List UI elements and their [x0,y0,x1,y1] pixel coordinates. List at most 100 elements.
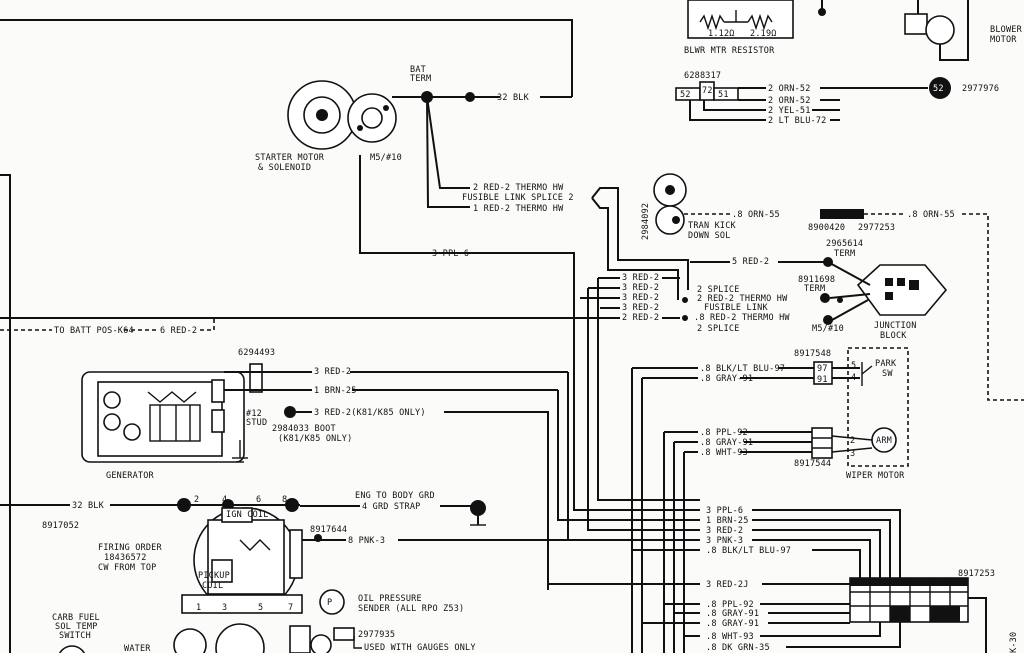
water-label: WATER [124,644,151,653]
wire-fuse-splice: FUSIBLE LINK SPLICE 2 [462,193,574,203]
starter-label2: & SOLENOID [258,163,311,173]
k30-label: K-30 [1009,632,1019,653]
wire-left-vertical [0,174,11,653]
blwr-resistor-label: BLWR MTR RESISTOR [684,46,775,56]
wiper-connector [811,427,833,459]
part-2977976: 2977976 [962,84,999,94]
h-brn25: 1 BRN-25 [706,516,749,526]
wire-red2-2: 3 RED-2 [622,283,659,293]
wire-bat-blk: 32 BLK [497,93,530,103]
dist-pickup2: COIL [202,581,223,591]
wire-red2-jb: 5 RED-2 [732,257,769,267]
jb-stud: M5/#10 [812,324,844,334]
wire-splice-b: 2 SPLICE [697,324,740,334]
bulkhead-connector [849,577,969,623]
wire-orn52b: 2 ORN-52 [768,96,811,106]
oil-label1: OIL PRESSURE [358,594,422,604]
wiper-enclosure [847,347,909,467]
wire-ppl92a: .8 PPL-92 [700,428,748,438]
h-red2j: 3 RED-2J [706,580,749,590]
h-wht93: .8 WHT-93 [706,632,754,642]
wire-red2-4: 3 RED-2 [622,303,659,313]
starter-motor [287,80,397,150]
oil-pressure-sender: P [319,589,345,615]
wire-fusible-link: FUSIBLE LINK [704,303,768,313]
bat-term-label1: BAT [410,65,426,75]
water-sender [173,628,207,653]
dist-coil: IGN COIL [226,510,269,520]
resistor-r1: 1.12Ω [708,29,735,39]
part-8917253: 8917253 [958,569,995,579]
dist-pin-8: 8 [282,495,287,505]
jb-label1: JUNCTION [874,321,917,331]
wire-top-bus [0,19,573,97]
jb-term1b: TERM [834,249,855,259]
wire-orn52a: 2 ORN-52 [768,84,811,94]
part-8917644: 8917644 [310,525,347,535]
generator-label: GENERATOR [106,471,155,481]
wiper-label: WIPER MOTOR [846,471,905,481]
dist-pin-2: 2 [194,495,199,505]
tran-kick-label2: DOWN SOL [688,231,731,241]
park-connector [813,361,833,385]
oil-label2: SENDER (ALL RPO Z53) [358,604,464,614]
wire-red2-5: 2 RED-2 [622,313,659,323]
wire-blk97: .8 BLK/LT BLU-97 [700,364,785,374]
park-label1: PARK [875,359,897,369]
water-temp-gauge [215,623,265,653]
part-2977935: 2977935 [358,630,395,640]
jb-term1: 2965614 [826,239,863,249]
h-pnk3: 3 PNK-3 [706,536,743,546]
boot2: (K81/K85 ONLY) [278,434,352,444]
wire-wht93a: .8 WHT-93 [700,448,748,458]
temp-switch [310,634,332,653]
jb-label2: BLOCK [880,331,907,341]
park-pin4: 4 [851,373,856,383]
wiper-arm: ARM [876,436,892,446]
part-2977253-top: 2977253 [858,223,895,233]
wire-ppl6-label: 3 PPL 6 [432,249,469,259]
carb-l2: SOL TEMP [55,622,98,632]
jb-term2: 8911698 [798,275,835,285]
carb-l1: CARB FUEL [52,613,100,623]
tran-kick-label1: TRAN KICK [688,221,737,231]
junction-block [856,264,948,316]
generator [81,371,248,463]
wiper-pin2: 2 [850,436,855,446]
carb-l3: SWITCH [59,631,91,641]
part-12stud: #12 [246,409,262,419]
dist-pin-7: 7 [288,603,293,613]
dist-pin-4: 4 [222,495,227,505]
blower-label1: BLOWER [990,25,1023,35]
blower-label2: MOTOR [990,35,1017,45]
eng-gnd2: 4 GRD STRAP [362,502,421,512]
tran-kick-part: 2984092 [641,203,651,240]
conn-52-round: 52 [933,84,944,94]
wire-red2-3: 3 RED-2 [622,293,659,303]
eng-gnd1: ENG TO BODY GRD [355,491,435,501]
starter-label1: STARTER MOTOR [255,153,325,163]
bat-node-2 [465,92,475,102]
wiper-motor [831,427,897,453]
park-pin5: 5 [851,361,856,371]
h-red2: 3 RED-2 [706,526,743,536]
wire-batt-pos: TO BATT POS-K64 [54,326,134,336]
wire-thermo-c: 2 RED-2 THERMO HW [697,294,788,304]
part-8917052: 8917052 [42,521,79,531]
wire-gen-red: 3 RED-2 [314,367,351,377]
firing-order-3: CW FROM TOP [98,563,157,573]
gauges-only: USED WITH GAUGES ONLY [364,643,476,653]
h-gray91b: .8 GRAY-91 [706,619,759,629]
svg-text:P: P [327,598,332,608]
conn-91: 91 [817,375,828,385]
wire-gray91b: .8 GRAY-91 [700,438,753,448]
wire-ppl6 [359,155,700,511]
park-switch [861,362,873,386]
h-dkgrn: .8 DK GRN-35 [706,643,770,653]
conn-72: 72 [702,86,713,96]
wire-blk-gnd: 32 BLK [72,501,105,511]
gen-connector [249,363,263,393]
wire-red2-1: 3 RED-2 [622,273,659,283]
